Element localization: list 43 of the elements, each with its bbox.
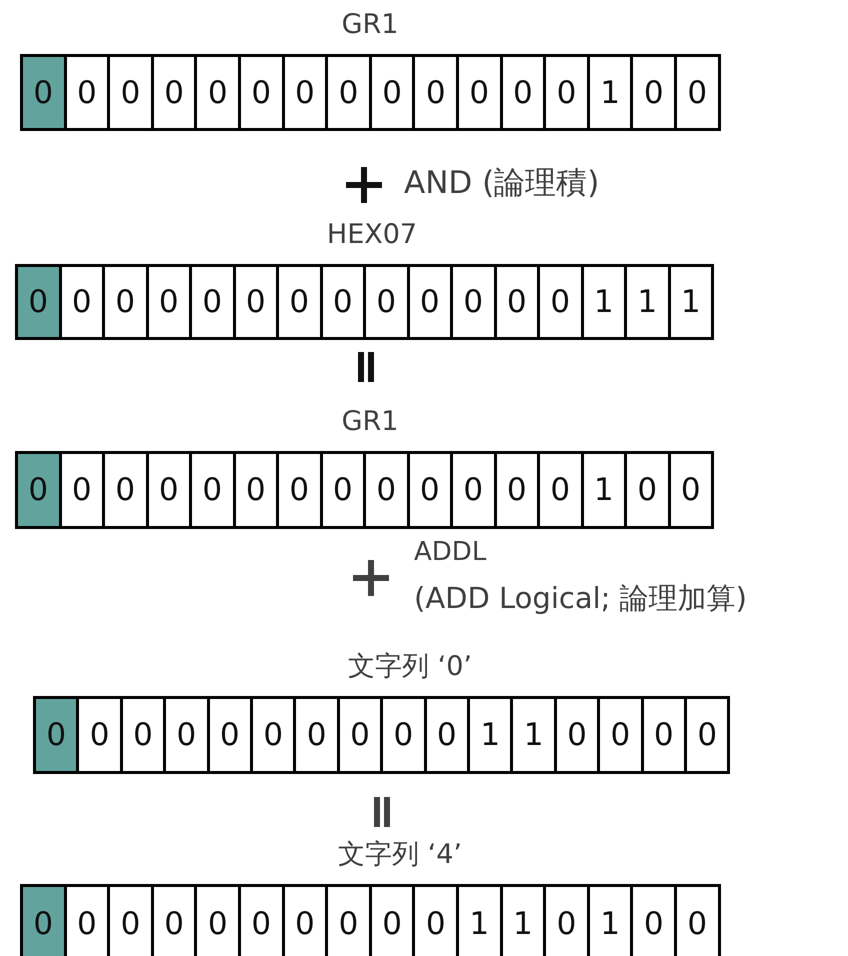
- bit-cell: 0: [325, 54, 372, 131]
- bit-cell: 0: [163, 696, 210, 774]
- bit-cell: 0: [194, 54, 241, 131]
- bit-cell: 0: [293, 696, 340, 774]
- bit-cell: 0: [456, 54, 503, 131]
- bit-cell: 0: [450, 451, 496, 529]
- register-label: HEX07: [326, 218, 418, 252]
- bit-cell: 0: [674, 884, 721, 956]
- bit-cell: 0: [276, 264, 322, 340]
- bit-cell: 0: [15, 451, 62, 529]
- bit-cell: 0: [15, 264, 62, 340]
- operation-label: ADDL: [414, 536, 486, 569]
- bit-cell: 0: [543, 54, 590, 131]
- bit-cell: 0: [450, 264, 496, 340]
- register-label: 文字列 ‘4’: [338, 838, 462, 872]
- bit-cell: 0: [684, 696, 730, 774]
- bit-cell: 0: [189, 451, 236, 529]
- register-label: GR1: [342, 8, 398, 42]
- bit-cell: 1: [510, 696, 557, 774]
- bit-cell: 0: [238, 54, 285, 131]
- bit-cell: 0: [630, 54, 677, 131]
- bit-cell: 0: [102, 264, 148, 340]
- operation-label: (ADD Logical; 論理加算): [414, 580, 747, 616]
- bit-cell: 0: [597, 696, 644, 774]
- bit-cell: 0: [624, 451, 670, 529]
- bit-cell: 1: [624, 264, 670, 340]
- bit-cell: 0: [276, 451, 322, 529]
- bit-cell: 0: [537, 264, 584, 340]
- bit-cell: 0: [20, 54, 67, 131]
- bit-cell: 0: [412, 54, 459, 131]
- bit-cell: 0: [76, 696, 123, 774]
- bit-cell: 0: [363, 264, 410, 340]
- bit-cell: 0: [674, 54, 721, 131]
- bit-cell: 0: [363, 451, 410, 529]
- bit-cell: 0: [102, 451, 148, 529]
- bit-cell: 0: [189, 264, 236, 340]
- register-label: GR1: [342, 405, 398, 439]
- bit-cell: 0: [537, 451, 584, 529]
- bit-cell: 0: [20, 884, 67, 956]
- bit-cell: 0: [107, 54, 154, 131]
- register-label: 文字列 ‘0’: [348, 650, 472, 684]
- operation-label: AND (論理積): [404, 165, 600, 201]
- bit-cell: 0: [380, 696, 427, 774]
